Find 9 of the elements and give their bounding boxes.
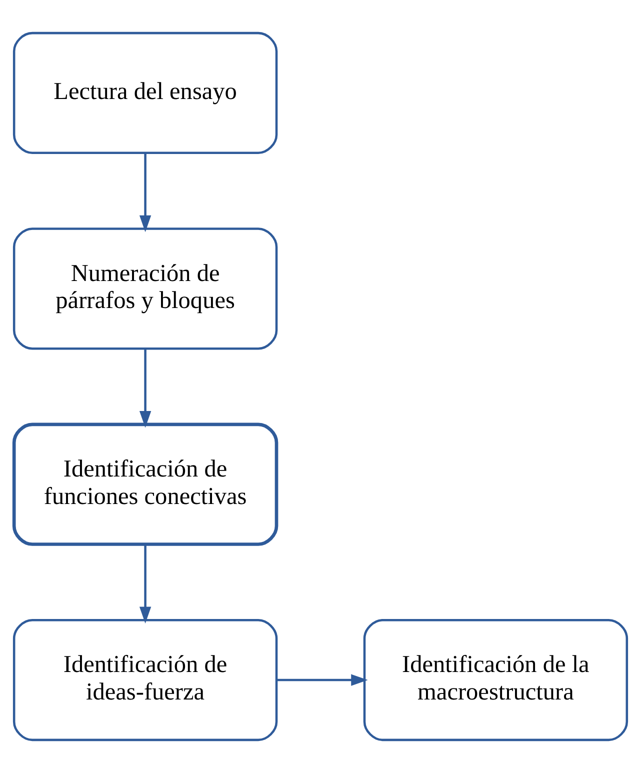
node-box: Lectura del ensayo — [12, 31, 278, 154]
arrow — [139, 348, 152, 428]
arrow — [276, 674, 368, 686]
arrow — [139, 152, 152, 232]
arrow — [139, 544, 152, 623]
node-box: Identificación de la macroestructura — [363, 618, 628, 741]
node-box: Identificación de funciones conectivas — [12, 422, 278, 546]
node-box: Numeración de párrafos y bloques — [12, 227, 278, 350]
node-box: Identificación de ideas-fuerza — [12, 618, 278, 741]
